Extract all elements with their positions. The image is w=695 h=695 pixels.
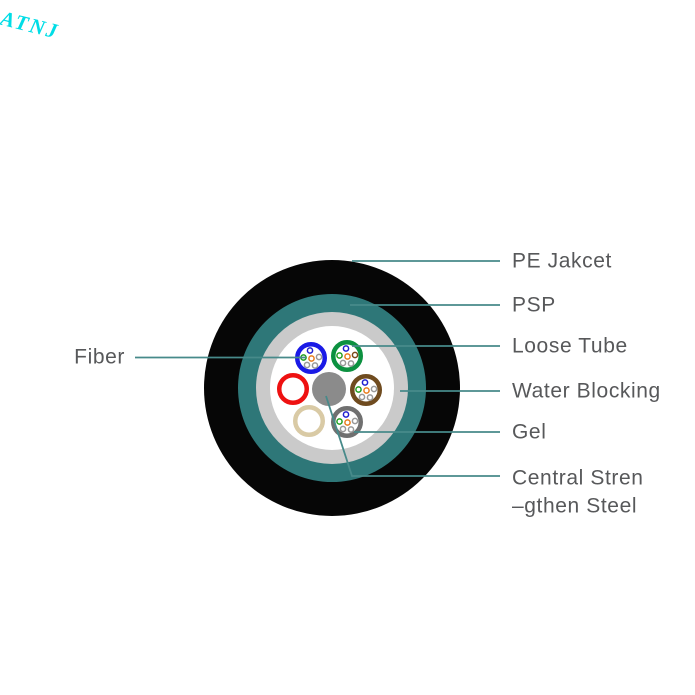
- fiber-dot: [366, 394, 374, 401]
- fiber-dot: [363, 387, 370, 394]
- label-psp: PSP: [512, 293, 556, 317]
- fiber-dot: [315, 353, 323, 361]
- fiber-dot: [306, 347, 314, 354]
- fiber-dot: [361, 379, 369, 386]
- fiber-dot: [351, 417, 359, 425]
- fiber-dot: [344, 419, 351, 426]
- fiber-dot: [344, 353, 351, 360]
- loose-tube-red: [277, 373, 309, 405]
- central-strength-steel: [312, 372, 346, 406]
- fiber-dot: [308, 355, 315, 362]
- fiber-dot: [336, 418, 343, 425]
- label-pe-jakcet: PE Jakcet: [512, 249, 612, 273]
- label-gel: Gel: [512, 420, 547, 444]
- fiber-dot: [347, 360, 355, 367]
- label-loose-tube: Loose Tube: [512, 334, 628, 358]
- fiber-dot: [339, 359, 347, 367]
- label-water-blocking: Water Blocking: [512, 379, 661, 403]
- fiber-dot: [339, 425, 347, 433]
- fiber-dot: [358, 393, 366, 401]
- loose-tube-tan: [293, 405, 325, 437]
- fiber-dot: [303, 361, 311, 369]
- label-central-strength-1: Central Stren: [512, 466, 644, 490]
- fiber-dot: [351, 351, 359, 359]
- fiber-dot: [347, 426, 355, 433]
- fiber-dot: [342, 345, 350, 352]
- label-central-strength-2: –gthen Steel: [512, 494, 638, 518]
- fiber-dot: [336, 352, 343, 359]
- leader-line-central-strength: [325, 395, 500, 477]
- fiber-dot: [370, 385, 378, 393]
- fiber-dot: [355, 386, 362, 393]
- fiber-dot: [311, 362, 319, 369]
- fiber-dot: [342, 411, 350, 418]
- label-fiber: Fiber: [74, 345, 125, 369]
